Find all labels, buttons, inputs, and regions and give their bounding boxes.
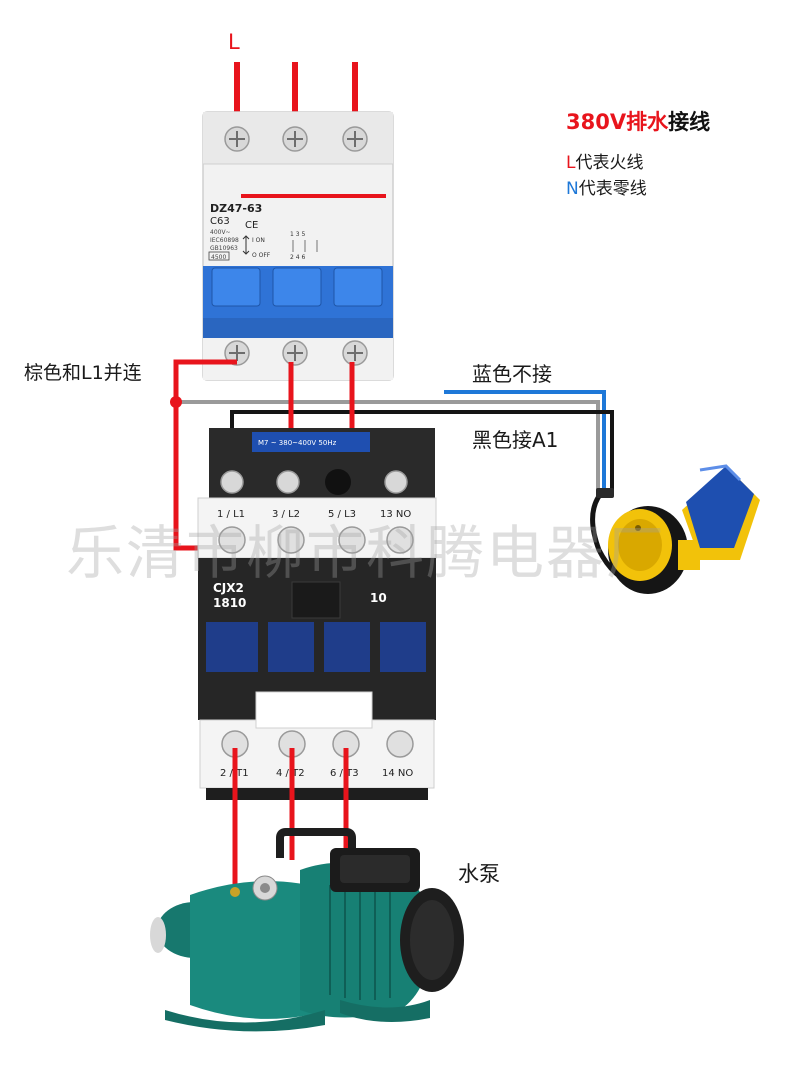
legend-live: L代表火线 xyxy=(566,148,643,173)
brown-wire xyxy=(176,400,600,490)
ce-mark: CE xyxy=(245,220,258,231)
breaker-bottom-screws xyxy=(224,340,368,366)
breaker-terminal-top-numbers: 1 3 5 xyxy=(290,231,305,238)
legend-live-text: 代表火线 xyxy=(575,153,644,173)
aux-contact-number: 10 xyxy=(370,591,387,605)
black-wire-note: 黑色接A1 xyxy=(472,428,559,452)
breaker-voltage: 400V~ xyxy=(210,229,231,236)
contactor-top-terminals xyxy=(218,469,414,554)
breaker-std2: GB10963 xyxy=(210,245,238,252)
legend-neutral: N代表零线 xyxy=(566,174,647,199)
breaker-rating: C63 xyxy=(210,216,230,227)
title-colored: 排水 xyxy=(626,110,669,134)
pump-label: 水泵 xyxy=(458,862,500,886)
terminal-label-3: 3 / L2 xyxy=(272,509,300,520)
blue-wire xyxy=(444,390,606,490)
contactor-model: CJX2 xyxy=(213,581,244,595)
water-pump xyxy=(150,828,464,1032)
contactor-bottom-terminals xyxy=(221,730,414,758)
breaker-std1: IEC60898 xyxy=(210,237,239,244)
float-switch xyxy=(590,464,760,594)
breaker-code: 4500 xyxy=(211,254,226,261)
contactor-number: 1810 xyxy=(213,596,246,610)
legend-neutral-letter: N xyxy=(566,179,579,199)
blue-wire-note: 蓝色不接 xyxy=(472,362,552,386)
breaker-off-label: O OFF xyxy=(252,252,271,259)
title-suffix: 接线 xyxy=(668,110,711,134)
legend-neutral-text: 代表零线 xyxy=(578,179,647,199)
breaker-model: DZ47-63 xyxy=(210,202,262,215)
diagram-title: 380V排水接线 xyxy=(566,106,710,136)
legend-live-letter: L xyxy=(566,153,576,173)
terminal-label-5: 5 / L3 xyxy=(328,509,356,520)
brown-wire-note: 棕色和L1并连 xyxy=(24,362,142,384)
terminal-label-13: 13 NO xyxy=(380,509,411,520)
title-prefix: 380V xyxy=(566,110,627,134)
contactor: M7 ~ 380~400V 50Hz 1 / L1 3 / L2 5 / L3 … xyxy=(197,428,437,800)
live-label: L xyxy=(228,30,240,54)
watermark: 乐清市柳市科腾电器厂 xyxy=(66,519,667,587)
terminal-label-14: 14 NO xyxy=(382,768,413,779)
terminal-label-1: 1 / L1 xyxy=(217,509,245,520)
circuit-breaker: DZ47-63 C63 400V~ IEC60898 GB10963 4500 … xyxy=(202,111,394,381)
coil-text: M7 ~ 380~400V 50Hz xyxy=(258,439,337,447)
breaker-terminal-bottom-numbers: 2 4 6 xyxy=(290,254,305,261)
breaker-on-label: I ON xyxy=(252,237,265,244)
breaker-top-screws xyxy=(224,126,368,152)
junction-dot-l1 xyxy=(170,396,182,408)
